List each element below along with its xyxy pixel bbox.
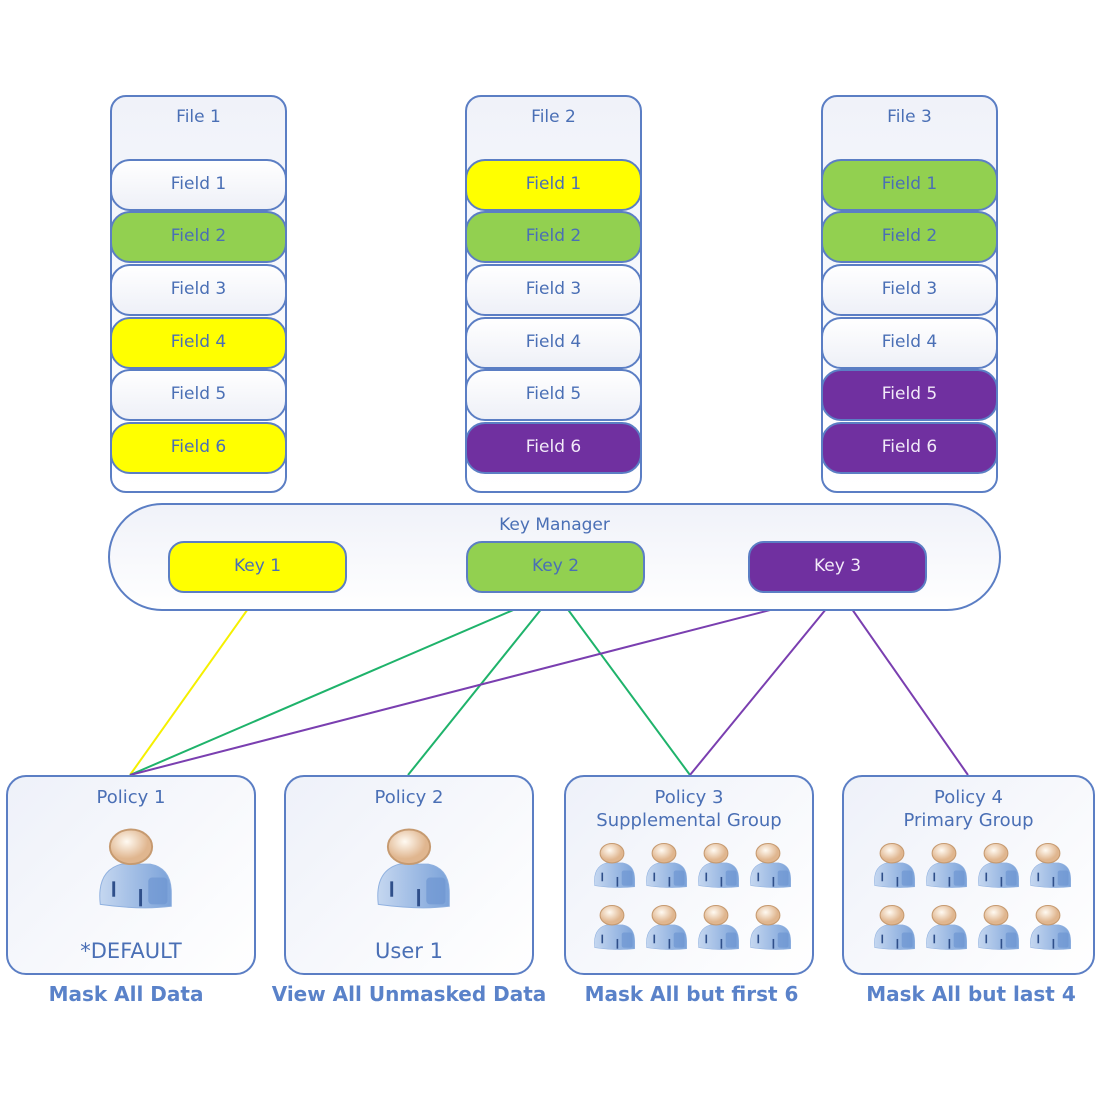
file-3-field-2: Field 2 [821, 211, 998, 263]
user-icon [977, 904, 1019, 950]
user-icon [646, 904, 687, 950]
policy-2: Policy 2 User 1 [284, 775, 534, 975]
key-manager-title: Key Manager [499, 515, 610, 535]
file-2-field-6: Field 6 [465, 422, 642, 474]
file-title: File 2 [531, 107, 576, 127]
user-icon [925, 842, 967, 888]
policy-group: Primary Group [903, 810, 1034, 831]
user-icon [594, 904, 635, 950]
user-icons [286, 818, 532, 918]
user-icons [566, 837, 812, 953]
file-2-field-3: Field 3 [465, 264, 642, 316]
policy-3-caption: Mask All but first 6 [584, 982, 799, 1006]
connection-key3-policy3 [689, 591, 841, 776]
file-3-field-4: Field 4 [821, 317, 998, 369]
policy-4-caption: Mask All but last 4 [866, 982, 1076, 1006]
policy-group: Supplemental Group [596, 810, 782, 831]
key-2: Key 2 [466, 541, 645, 593]
key-1: Key 1 [168, 541, 347, 593]
file-2-field-4: Field 4 [465, 317, 642, 369]
key-3: Key 3 [748, 541, 927, 593]
policy-3: Policy 3 Supplemental Group [564, 775, 814, 975]
key-manager: Key Manager Key 1 Key 2 Key 3 [108, 503, 1001, 611]
file-title: File 1 [176, 107, 221, 127]
file-1: File 1 Field 1 Field 2 Field 3 Field 4 F… [110, 95, 287, 493]
policy-1-caption: Mask All Data [48, 982, 204, 1006]
file-2-field-5: Field 5 [465, 369, 642, 421]
user-icon [698, 904, 739, 950]
user-icon [873, 842, 915, 888]
user-icon [594, 842, 635, 888]
policy-user-name: User 1 [375, 939, 443, 963]
user-icon [99, 828, 172, 909]
user-icon [977, 842, 1019, 888]
user-icon [1029, 842, 1071, 888]
policy-1: Policy 1 *DEFAULT [6, 775, 256, 975]
user-icon [1029, 904, 1071, 950]
file-2-field-2: Field 2 [465, 211, 642, 263]
file-2: File 2 Field 1 Field 2 Field 3 Field 4 F… [465, 95, 642, 493]
connection-key2-policy1 [129, 591, 556, 776]
file-title: File 3 [887, 107, 932, 127]
user-icon [698, 842, 739, 888]
file-3: File 3 Field 1 Field 2 Field 3 Field 4 F… [821, 95, 998, 493]
file-1-field-3: Field 3 [110, 264, 287, 316]
connection-key3-policy1 [129, 591, 841, 776]
policy-title: Policy 4 [934, 787, 1003, 808]
file-3-field-6: Field 6 [821, 422, 998, 474]
policy-title: Policy 3 [654, 787, 724, 808]
file-1-field-4: Field 4 [110, 317, 287, 369]
policy-2-caption: View All Unmasked Data [271, 982, 547, 1006]
connection-key1-policy1 [129, 591, 261, 776]
file-1-field-6: Field 6 [110, 422, 287, 474]
policy-4: Policy 4 Primary Group [842, 775, 1095, 975]
policy-title: Policy 1 [96, 787, 166, 808]
connection-key2-policy3 [554, 591, 691, 776]
file-3-field-1: Field 1 [821, 159, 998, 211]
file-1-field-1: Field 1 [110, 159, 287, 211]
file-3-field-3: Field 3 [821, 264, 998, 316]
policy-title: Policy 2 [374, 787, 444, 808]
file-3-field-5: Field 5 [821, 369, 998, 421]
file-1-field-2: Field 2 [110, 211, 287, 263]
user-icon [377, 828, 450, 909]
file-1-field-5: Field 5 [110, 369, 287, 421]
user-icons [8, 818, 254, 918]
user-icons [844, 837, 1093, 953]
file-2-field-1: Field 1 [465, 159, 642, 211]
user-icon [750, 842, 791, 888]
user-icon [646, 842, 687, 888]
connection-key3-policy4 [839, 591, 969, 776]
user-icon [750, 904, 791, 950]
user-icon [873, 904, 915, 950]
user-icon [925, 904, 967, 950]
policy-user-name: *DEFAULT [80, 939, 182, 963]
